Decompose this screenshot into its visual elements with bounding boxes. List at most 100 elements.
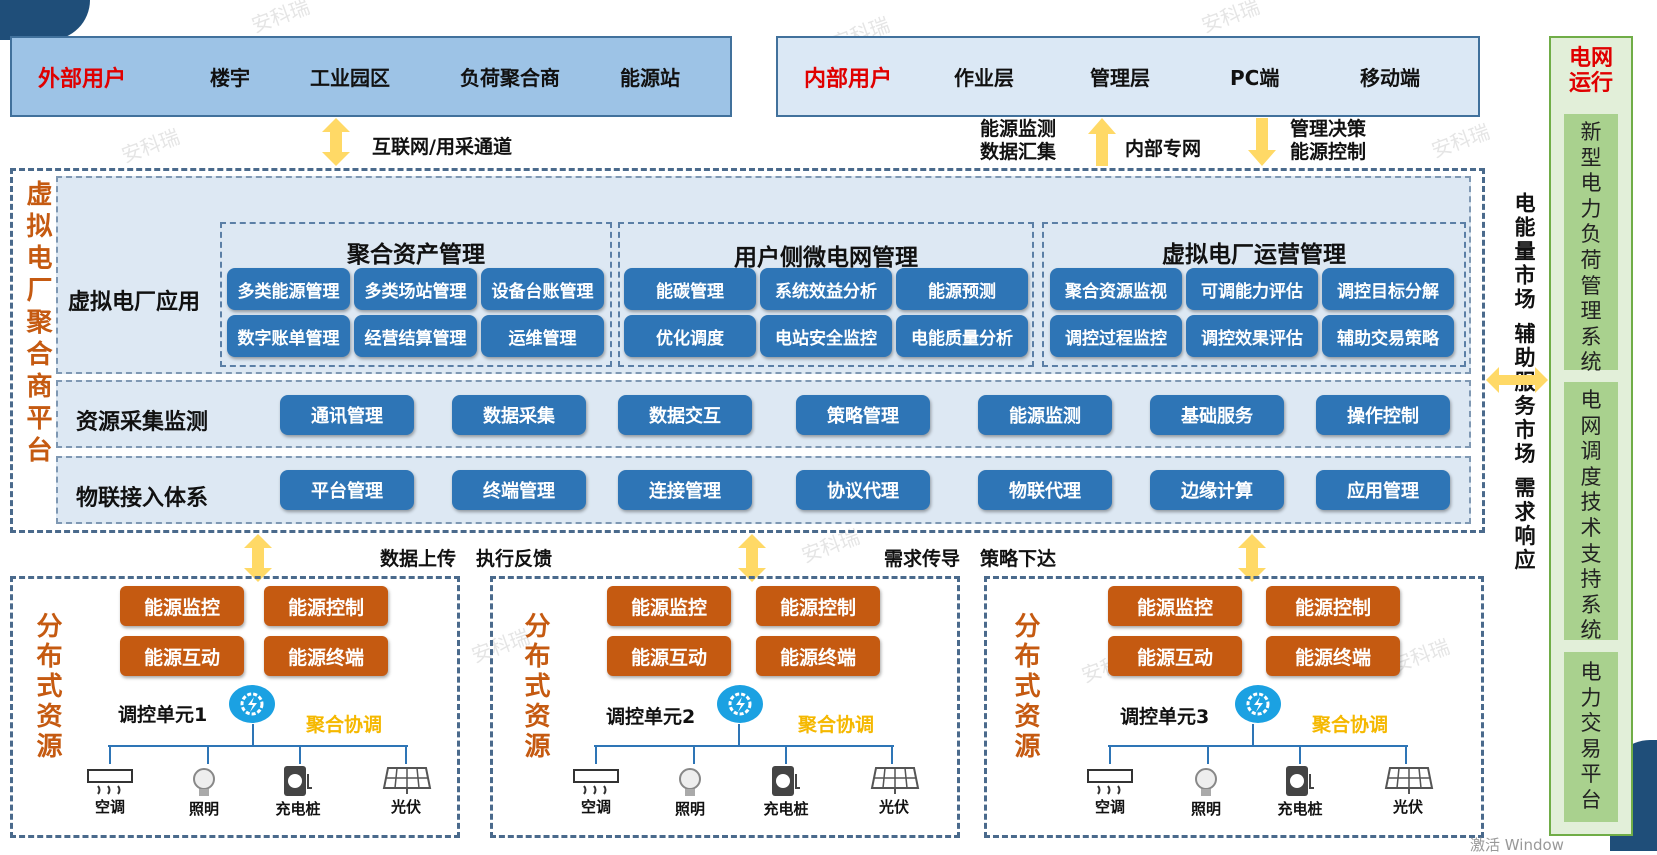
feedback-label: 执行反馈 — [476, 548, 553, 570]
up-arrow-icon — [1088, 118, 1116, 166]
iot-button[interactable]: 物联代理 — [978, 470, 1112, 510]
asset-management-group — [220, 222, 612, 367]
light-bulb-icon — [679, 768, 701, 796]
device-solar: 光伏 — [1378, 766, 1438, 817]
energy-button[interactable]: 能源终端 — [264, 636, 388, 676]
function-button[interactable]: 电站安全监控 — [760, 315, 892, 357]
function-button[interactable]: 调控过程监控 — [1050, 315, 1182, 357]
double-arrow-icon — [738, 534, 766, 582]
function-button[interactable]: 聚合资源监视 — [1050, 268, 1182, 310]
light-bulb-icon — [1195, 768, 1217, 796]
internal-user-item: 管理层 — [1090, 66, 1150, 90]
function-button[interactable]: 调控目标分解 — [1322, 268, 1454, 310]
external-user-item: 负荷聚合商 — [460, 66, 560, 90]
group-title: 聚合资产管理 — [347, 242, 485, 268]
coordination-label: 聚合协调 — [1312, 714, 1389, 736]
grid-system-box: 新型电力负荷管理系统 — [1564, 114, 1618, 374]
function-button[interactable]: 系统效益分析 — [760, 268, 892, 310]
function-button[interactable]: 电能质量分析 — [896, 315, 1028, 357]
device-label: 空调 — [1094, 798, 1125, 816]
distributed-title: 分布式资源 — [32, 612, 62, 762]
function-button[interactable]: 辅助交易策略 — [1322, 315, 1454, 357]
collect-button[interactable]: 基础服务 — [1150, 395, 1284, 435]
energy-button[interactable]: 能源互动 — [1108, 636, 1242, 676]
control-unit-label: 调控单元1 — [118, 704, 208, 726]
private-network-label: 内部专网 — [1125, 138, 1202, 160]
energy-button[interactable]: 能源控制 — [264, 586, 388, 626]
device-tree-lines — [594, 724, 894, 764]
iot-button[interactable]: 平台管理 — [280, 470, 414, 510]
monitor-label-line: 数据汇集 — [980, 140, 1057, 163]
function-button[interactable]: 多类场站管理 — [354, 268, 477, 310]
iot-button[interactable]: 协议代理 — [796, 470, 930, 510]
gear-icon — [229, 685, 275, 723]
device-tree-lines — [1108, 724, 1408, 764]
strategy-label: 策略下达 — [980, 548, 1057, 570]
device-ac: 空调 — [566, 766, 626, 817]
energy-button[interactable]: 能源控制 — [756, 586, 880, 626]
collect-button[interactable]: 数据采集 — [452, 395, 586, 435]
energy-button[interactable]: 能源互动 — [120, 636, 244, 676]
function-button[interactable]: 能碳管理 — [624, 268, 756, 310]
function-button[interactable]: 优化调度 — [624, 315, 756, 357]
collect-button[interactable]: 能源监测 — [978, 395, 1112, 435]
function-button[interactable]: 经营结算管理 — [354, 315, 477, 357]
device-label: 空调 — [94, 798, 125, 816]
charging-pile-icon — [772, 766, 800, 796]
iot-button[interactable]: 连接管理 — [618, 470, 752, 510]
platform-frame — [10, 168, 1485, 533]
double-arrow-icon — [322, 118, 350, 166]
iot-button[interactable]: 终端管理 — [452, 470, 586, 510]
function-button[interactable]: 可调能力评估 — [1186, 268, 1318, 310]
function-button[interactable]: 多类能源管理 — [227, 268, 350, 310]
double-arrow-icon — [1238, 534, 1266, 582]
energy-button[interactable]: 能源终端 — [1266, 636, 1400, 676]
coordination-label: 聚合协调 — [306, 714, 383, 736]
external-users-box: 外部用户 楼宇 工业园区 负荷聚合商 能源站 — [10, 36, 732, 117]
function-button[interactable]: 运维管理 — [481, 315, 604, 357]
device-label: 充电桩 — [275, 800, 321, 818]
decision-label-line: 能源控制 — [1290, 140, 1367, 163]
solar-panel-icon — [1384, 767, 1434, 794]
function-button[interactable]: 能源预测 — [896, 268, 1028, 310]
energy-button[interactable]: 能源监控 — [607, 586, 731, 626]
collect-button[interactable]: 策略管理 — [796, 395, 930, 435]
collect-button[interactable]: 操作控制 — [1316, 395, 1450, 435]
activation-notice: 激活 Window — [1470, 836, 1564, 854]
charging-pile-icon — [284, 766, 312, 796]
iot-label: 物联接入体系 — [76, 486, 209, 511]
watermark: 安科瑞 — [118, 124, 183, 168]
device-charger: 充电桩 — [268, 764, 328, 819]
application-label: 虚拟电厂应用 — [68, 290, 201, 315]
function-button[interactable]: 设备台账管理 — [481, 268, 604, 310]
collect-button[interactable]: 通讯管理 — [280, 395, 414, 435]
collect-button[interactable]: 数据交互 — [618, 395, 752, 435]
energy-button[interactable]: 能源互动 — [607, 636, 731, 676]
iot-button[interactable]: 应用管理 — [1316, 470, 1450, 510]
air-conditioner-icon — [1087, 769, 1133, 795]
device-label: 光伏 — [878, 798, 909, 816]
grid-system-box: 电网调度技术支持系统 — [1564, 382, 1618, 642]
watermark: 安科瑞 — [248, 0, 313, 38]
energy-button[interactable]: 能源控制 — [1266, 586, 1400, 626]
energy-button[interactable]: 能源监控 — [1108, 586, 1242, 626]
function-button[interactable]: 数字账单管理 — [227, 315, 350, 357]
device-label: 光伏 — [1392, 798, 1423, 816]
grid-title: 电网运行 — [1568, 46, 1613, 97]
monitor-label-line: 能源监测 — [980, 118, 1057, 140]
gear-icon — [1235, 685, 1281, 723]
iot-button[interactable]: 边缘计算 — [1150, 470, 1284, 510]
decision-label: 管理决策 能源控制 — [1290, 118, 1366, 164]
energy-button[interactable]: 能源终端 — [756, 636, 880, 676]
device-solar: 光伏 — [864, 766, 924, 817]
external-user-item: 楼宇 — [210, 66, 250, 90]
function-button[interactable]: 调控效果评估 — [1186, 315, 1318, 357]
energy-button[interactable]: 能源监控 — [120, 586, 244, 626]
watermark: 安科瑞 — [1198, 0, 1263, 38]
device-ac: 空调 — [80, 766, 140, 817]
charging-pile-icon — [1286, 766, 1314, 796]
control-unit-label: 调控单元3 — [1120, 706, 1210, 728]
device-charger: 充电桩 — [756, 764, 816, 819]
air-conditioner-icon — [573, 769, 619, 795]
gear-icon — [717, 685, 763, 723]
